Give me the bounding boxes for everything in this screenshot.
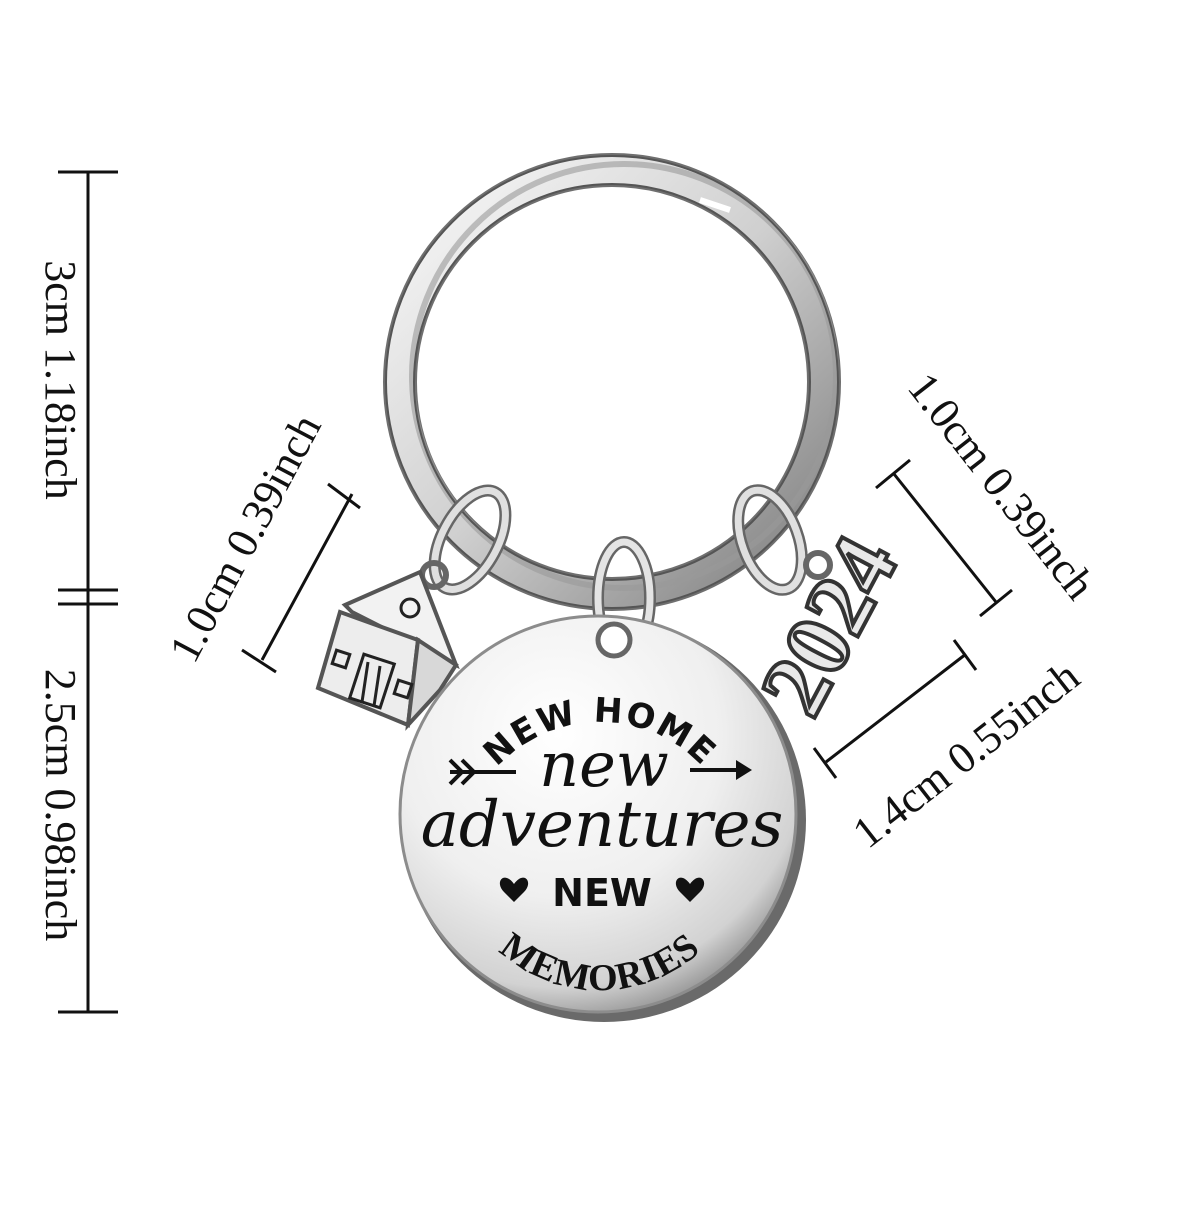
heart-icon-right	[675, 877, 705, 902]
right-arrow-icon	[690, 760, 752, 780]
house-dimension-label: 1.0cm 0.39inch	[160, 406, 331, 670]
disc-text-new-small: NEW	[552, 871, 652, 915]
year-dimension-label: 1.0cm 0.39inch	[898, 364, 1104, 609]
heart-icon-left	[499, 877, 529, 902]
disc-dimension-marker	[812, 639, 978, 779]
year-charm: 2024	[740, 520, 916, 730]
year-dimension-marker	[875, 458, 1013, 618]
disc-text-adventures: adventures	[421, 788, 784, 862]
house-jump-ring	[419, 484, 512, 596]
disc-text-new: new	[539, 728, 669, 801]
year-jump-ring	[732, 484, 833, 596]
house-dimension-marker	[241, 482, 361, 674]
left-dimension-marker	[58, 170, 118, 1014]
left-arrow-icon	[448, 758, 516, 786]
key-ring	[383, 153, 841, 611]
disc-dimension-label: 1.4cm 0.55inch	[844, 651, 1089, 857]
dimension-label-top: 3cm 1.18inch	[36, 260, 85, 500]
dimension-label-bottom: 2.5cm 0.98inch	[36, 669, 85, 942]
house-charm-icon	[315, 569, 460, 731]
pendant-disc	[398, 614, 806, 1022]
